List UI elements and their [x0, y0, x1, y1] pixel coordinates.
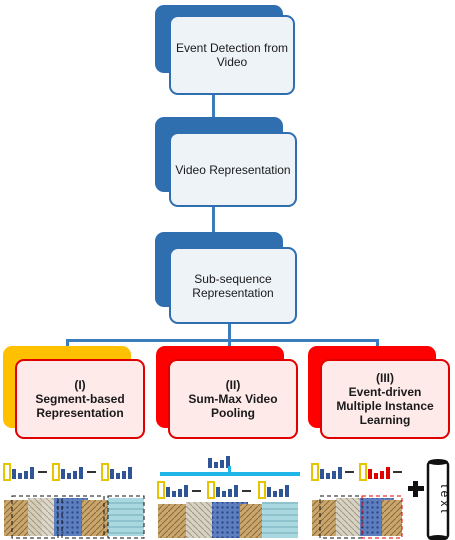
- segment-based-number: (I): [74, 378, 86, 392]
- mil-features: [311, 463, 402, 481]
- event-driven-number: (III): [376, 371, 394, 385]
- connector-horizontal: [66, 339, 379, 342]
- event-driven-label: Event-driven Multiple Instance Learning: [336, 385, 434, 427]
- event-driven-node: (III) Event-driven Multiple Instance Lea…: [308, 346, 450, 441]
- sum-max-label: Sum-Max Video Pooling: [188, 392, 278, 420]
- text-scroll-icon: text: [426, 459, 452, 540]
- plus-icon: [408, 481, 424, 497]
- sum-max-node: (II) Sum-Max Video Pooling: [156, 346, 298, 441]
- video-representation-label: Video Representation: [169, 132, 297, 207]
- sum-max-number: (II): [225, 378, 241, 392]
- text-scroll-label: text: [438, 484, 452, 515]
- connector-vertical-3: [228, 324, 231, 340]
- segment-based-label: Segment-based Representation: [35, 392, 125, 420]
- sum-max-video-frames: [158, 502, 298, 538]
- mil-video-frames: [312, 495, 403, 539]
- connector-vertical-1: [212, 95, 215, 117]
- segment-based-node: (I) Segment-based Representation: [3, 346, 145, 441]
- segment-video-frames: [4, 495, 145, 539]
- subsequence-representation-label: Sub-sequence Representation: [169, 247, 297, 324]
- subsequence-representation-node: Sub-sequence Representation: [155, 232, 297, 326]
- event-detection-label: Event Detection from Video: [169, 15, 295, 95]
- sum-max-features: [157, 456, 300, 499]
- connector-vertical-2: [212, 207, 215, 232]
- video-representation-node: Video Representation: [155, 117, 297, 209]
- illustration-strip: text: [3, 456, 452, 540]
- segment-features: [3, 463, 132, 481]
- event-detection-node: Event Detection from Video: [155, 5, 295, 97]
